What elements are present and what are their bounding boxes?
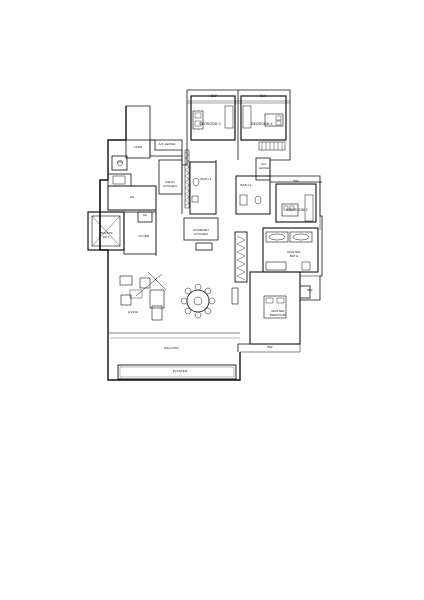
bay-windows (240, 182, 321, 353)
label-bedroom-3: BEDROOM 3 (199, 122, 221, 127)
label-planter: PLANTER (172, 369, 188, 374)
label-yard: YARD (133, 145, 143, 150)
label-hs: HS (129, 195, 135, 200)
label-gourmet-kitchen: GOURMET KITCHEN (192, 228, 210, 236)
wardrobe-column (231, 231, 248, 305)
gourmet-kitchen (183, 217, 219, 251)
label-wc: W/C (116, 160, 124, 165)
label-ac-ledge-top: A/C LEDGE (158, 142, 176, 147)
label-balcony: BALCONY (164, 346, 180, 351)
bedroom-2 (270, 181, 322, 223)
label-master-bath: MASTER BATH (287, 250, 301, 258)
label-foyer: FOYER (138, 234, 150, 239)
label-asian-kitchen: ASIAN KITCHEN (163, 180, 177, 188)
service-block (107, 139, 190, 214)
label-ac-ledge-mid: A/C LEDGE (258, 162, 270, 170)
master-bedroom (249, 271, 311, 345)
label-private-lift: PRIVATE LIFT (99, 231, 113, 239)
dining-table (180, 283, 216, 319)
entry-block (87, 185, 157, 256)
label-bw-2: BW (260, 94, 266, 99)
bath-2 (235, 157, 271, 215)
label-bw-5: BW (267, 345, 273, 350)
label-bedroom-4: BEDROOM 4 (251, 122, 273, 127)
label-bw-3: BW (293, 179, 299, 184)
label-bw-1: BW (211, 94, 217, 99)
bedroom-wing-top (187, 90, 290, 160)
label-living: LIVING (127, 310, 139, 315)
label-bw-4: BW (307, 288, 313, 293)
outer-walls (99, 89, 323, 381)
bath-3 (189, 160, 217, 215)
label-bath-2: BATH 2 (240, 183, 252, 188)
label-sc: SC (142, 213, 148, 218)
label-bedroom-2: BEDROOM 2 (286, 208, 308, 213)
label-master-bedroom: MASTER BEDROOM (269, 309, 287, 317)
label-bath-3: BATH 3 (200, 177, 212, 182)
balcony-planter (108, 332, 240, 380)
living-area (119, 271, 167, 321)
